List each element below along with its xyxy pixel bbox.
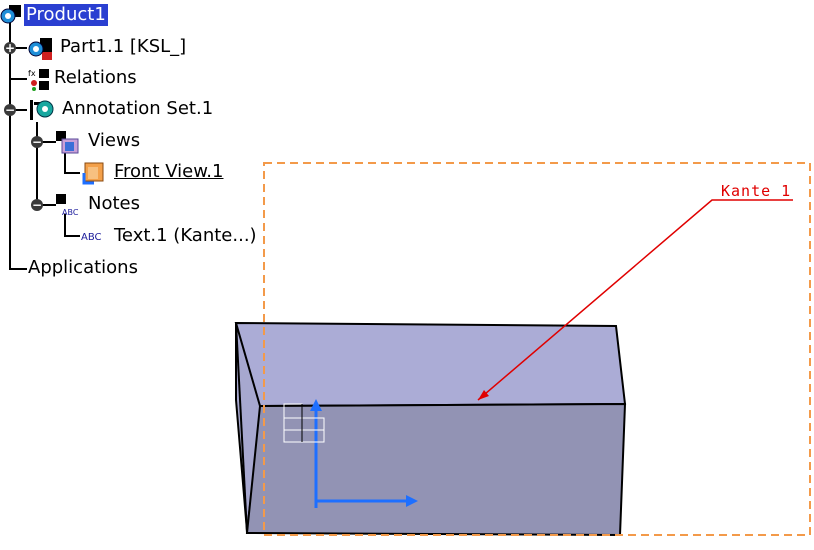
tree-node-annotation-set[interactable]: Annotation Set.1 [28, 97, 215, 121]
tree-label-product1: Product1 [24, 4, 108, 26]
relations-icon: fx [28, 67, 50, 91]
annotation-text-kante[interactable]: Kante 1 [721, 182, 792, 200]
tree-label-annotation-set: Annotation Set.1 [62, 98, 214, 119]
svg-text:ABC: ABC [81, 232, 102, 243]
leader-arrowhead [478, 390, 489, 400]
product-gear-icon [0, 4, 22, 26]
tree-node-notes[interactable]: ABC Notes [54, 192, 142, 217]
expand-part-button[interactable]: + [4, 41, 16, 55]
views-icon [54, 130, 79, 154]
tree-label-applications: Applications [28, 257, 138, 278]
tree-node-text1[interactable]: ABC Text.1 (Kante...) [80, 224, 259, 248]
collapse-notes-button[interactable]: − [31, 198, 43, 212]
tree-label-views: Views [88, 130, 141, 151]
tree-node-applications[interactable]: Applications [26, 256, 140, 280]
tree-node-views[interactable]: Views [54, 129, 142, 154]
collapse-views-button[interactable]: − [31, 135, 43, 149]
tree-node-product1[interactable]: Product1 [0, 3, 108, 27]
tree-label-text1: Text.1 (Kante...) [114, 225, 257, 246]
abc-notes-icon: ABC [54, 193, 79, 217]
tree-label-front-view: Front View.1 [114, 161, 224, 182]
axis-triad-icon [310, 399, 418, 508]
abc-text-icon: ABC [80, 225, 102, 247]
annotation-view-frame[interactable] [263, 162, 811, 536]
specification-tree: + − − − Product1 Part1.1 [KSL_] fx Relat… [0, 0, 300, 290]
annotation-set-icon [28, 98, 54, 120]
position-marker-icon [283, 403, 325, 443]
svg-text:ABC: ABC [62, 208, 79, 217]
tree-node-part1[interactable]: Part1.1 [KSL_] [26, 35, 188, 60]
part-gear-icon [26, 36, 52, 60]
tree-node-front-view[interactable]: Front View.1 [80, 160, 226, 185]
tree-label-part1: Part1.1 [KSL_] [60, 36, 187, 57]
tree-node-relations[interactable]: fx Relations [28, 66, 139, 91]
box-front-face[interactable] [245, 402, 627, 537]
box-top-face[interactable] [234, 321, 627, 408]
collapse-annotation-set-button[interactable]: − [4, 103, 16, 117]
tree-label-relations: Relations [54, 67, 137, 88]
annotation-leader-line [477, 199, 793, 401]
svg-text:fx: fx [28, 69, 36, 78]
tree-label-notes: Notes [88, 193, 140, 214]
front-view-icon [80, 161, 104, 185]
